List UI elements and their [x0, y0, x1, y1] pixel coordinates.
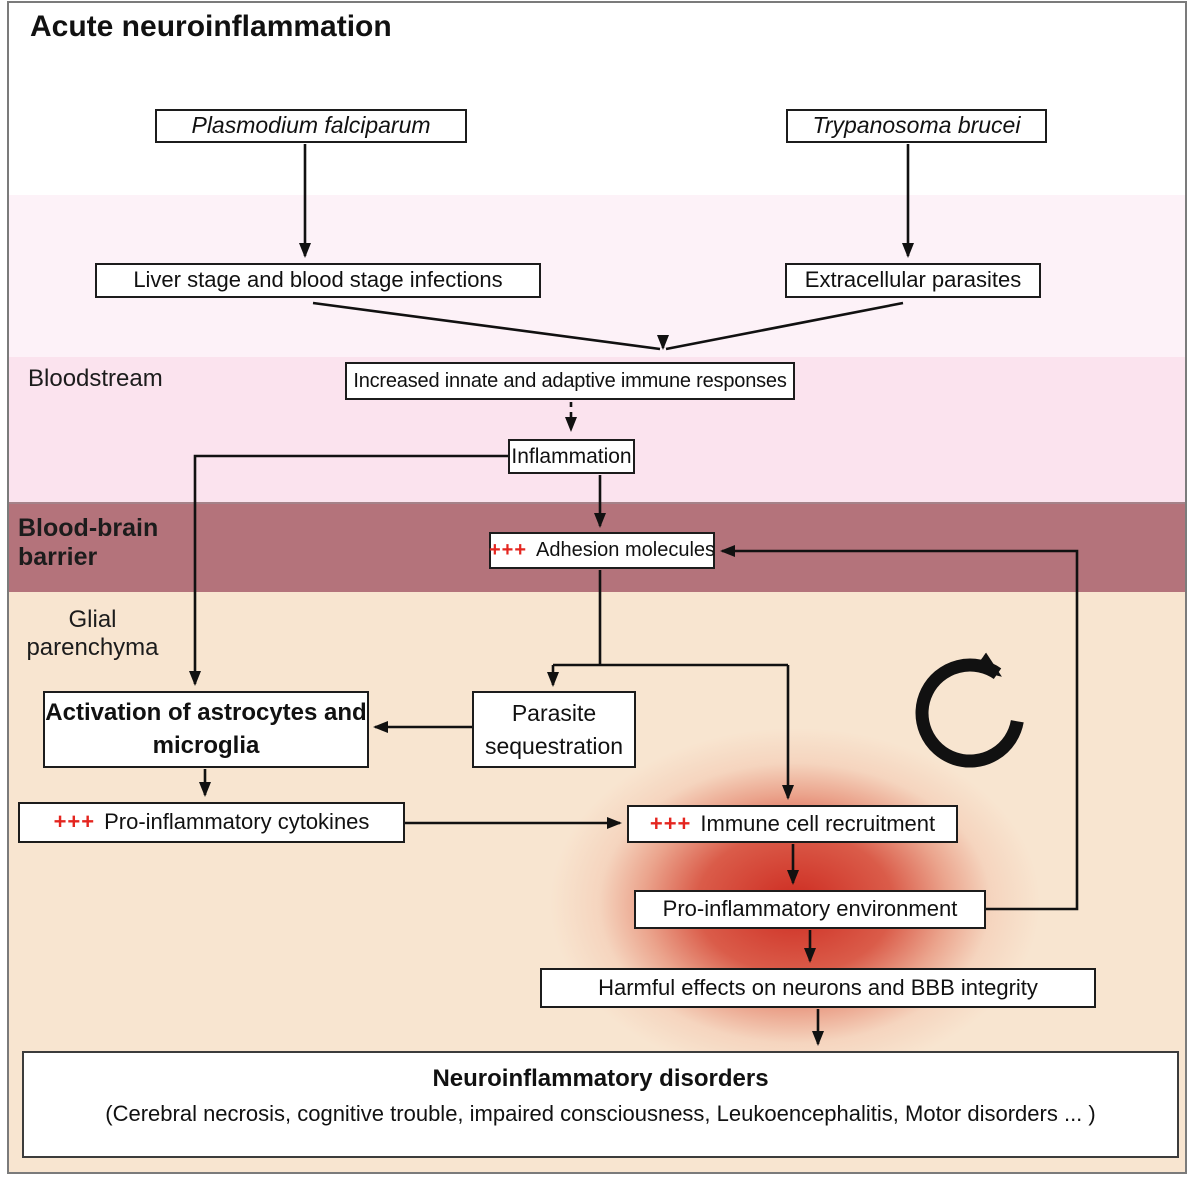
zone-extravascular-top — [9, 3, 1187, 195]
zone-label-bloodstream: Bloodstream — [28, 365, 163, 392]
disorders-title: Neuroinflammatory disorders — [432, 1065, 769, 1092]
node-label: Pro-inflammatory environment — [662, 896, 958, 922]
node-proinflammatory-environment: Pro-inflammatory environment — [634, 890, 986, 929]
node-proinflammatory-cytokines: +++ Pro-inflammatory cytokines — [18, 802, 405, 843]
node-label: Parasite sequestration — [484, 700, 624, 759]
node-label: Increased innate and adaptive immune res… — [353, 369, 787, 392]
node-neuroinflammatory-disorders: Neuroinflammatory disorders (Cerebral ne… — [22, 1051, 1179, 1158]
plus-plus-plus-marker: +++ — [53, 809, 96, 835]
node-adhesion-molecules: +++ Adhesion molecules — [489, 532, 715, 569]
node-label: Activation of astrocytes and microglia — [45, 699, 367, 759]
disorders-examples: (Cerebral necrosis, cognitive trouble, i… — [105, 1100, 1096, 1126]
plus-plus-plus-marker: +++ — [488, 539, 528, 562]
node-activation-astrocytes-microglia: Activation of astrocytes and microglia — [43, 691, 369, 768]
node-immune-responses: Increased innate and adaptive immune res… — [345, 362, 795, 400]
node-immune-cell-recruitment: +++ Immune cell recruitment — [627, 805, 958, 843]
node-label: Adhesion molecules — [536, 539, 716, 562]
node-label: Pro-inflammatory cytokines — [104, 809, 370, 835]
node-trypanosoma-brucei: Trypanosoma brucei — [786, 109, 1047, 143]
plus-plus-plus-marker: +++ — [649, 810, 692, 836]
node-parasite-sequestration: Parasite sequestration — [472, 691, 636, 768]
node-label: Trypanosoma brucei — [812, 112, 1021, 139]
node-harmful-effects: Harmful effects on neurons and BBB integ… — [540, 968, 1096, 1008]
page-title: Acute neuroinflammation — [30, 10, 392, 43]
node-extracellular-parasites: Extracellular parasites — [785, 263, 1041, 298]
node-label: Immune cell recruitment — [700, 810, 936, 836]
zone-label-glial-parenchyma: Glial parenchyma — [26, 606, 159, 661]
node-label: Liver stage and blood stage infections — [133, 267, 503, 293]
node-plasmodium-falciparum: Plasmodium falciparum — [155, 109, 467, 143]
node-label: Plasmodium falciparum — [191, 112, 431, 139]
node-inflammation: Inflammation — [508, 439, 635, 474]
node-label: Inflammation — [511, 444, 632, 468]
node-label: Extracellular parasites — [804, 267, 1022, 293]
zone-label-blood-brain-barrier: Blood-brain barrier — [18, 514, 159, 571]
node-liver-blood-stage-infections: Liver stage and blood stage infections — [95, 263, 541, 298]
node-label: Harmful effects on neurons and BBB integ… — [598, 974, 1038, 1000]
